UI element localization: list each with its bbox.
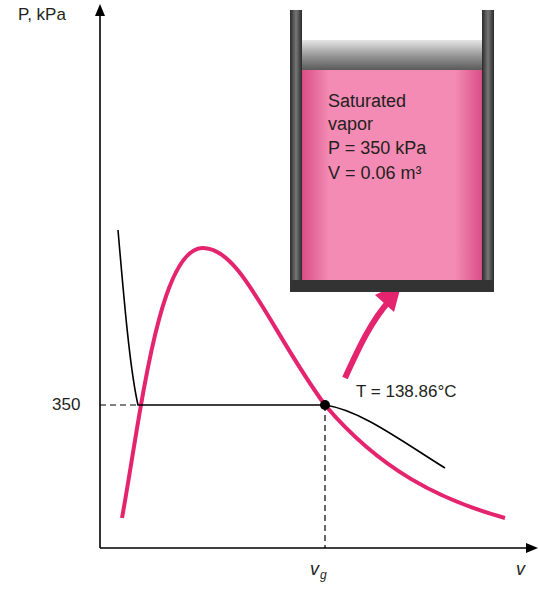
cylinder-contents: Saturated vaporP = 350 kPaV = 0.06 m³ — [302, 70, 482, 280]
temperature-label: T = 138.86°C — [356, 383, 457, 402]
subscript: g — [320, 569, 327, 582]
pressure-value: 350 — [52, 396, 80, 415]
pointer-arrow — [345, 300, 390, 378]
p-axis — [99, 14, 101, 548]
state-text: V = 0.06 m³ — [328, 162, 446, 185]
axis-tick-vg: v — [310, 560, 319, 580]
state-dot — [320, 400, 330, 410]
axis-title: v — [516, 560, 525, 580]
state-text: P = 350 kPa — [328, 137, 446, 160]
cylinder-wall — [290, 10, 302, 292]
axis-title: P, kPa — [18, 6, 66, 25]
piston — [302, 40, 482, 70]
state-text: Saturated vapor — [328, 90, 446, 135]
saturation-dome — [122, 248, 505, 518]
v-axis — [100, 547, 528, 549]
